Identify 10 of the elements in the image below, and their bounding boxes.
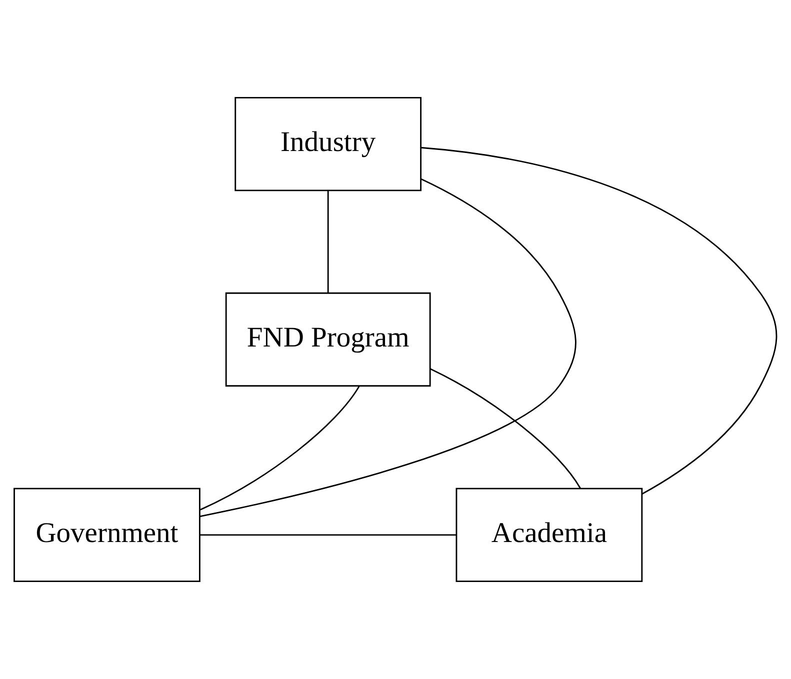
connector: [430, 368, 581, 489]
connector: [327, 190, 329, 293]
node-box: FND Program: [225, 292, 431, 387]
connector: [420, 146, 778, 495]
node-box: Industry: [234, 97, 422, 192]
node-box: Academia: [456, 488, 643, 582]
connector: [200, 178, 576, 518]
node-box: Government: [14, 488, 200, 582]
connector: [200, 386, 360, 510]
connector: [200, 534, 456, 536]
